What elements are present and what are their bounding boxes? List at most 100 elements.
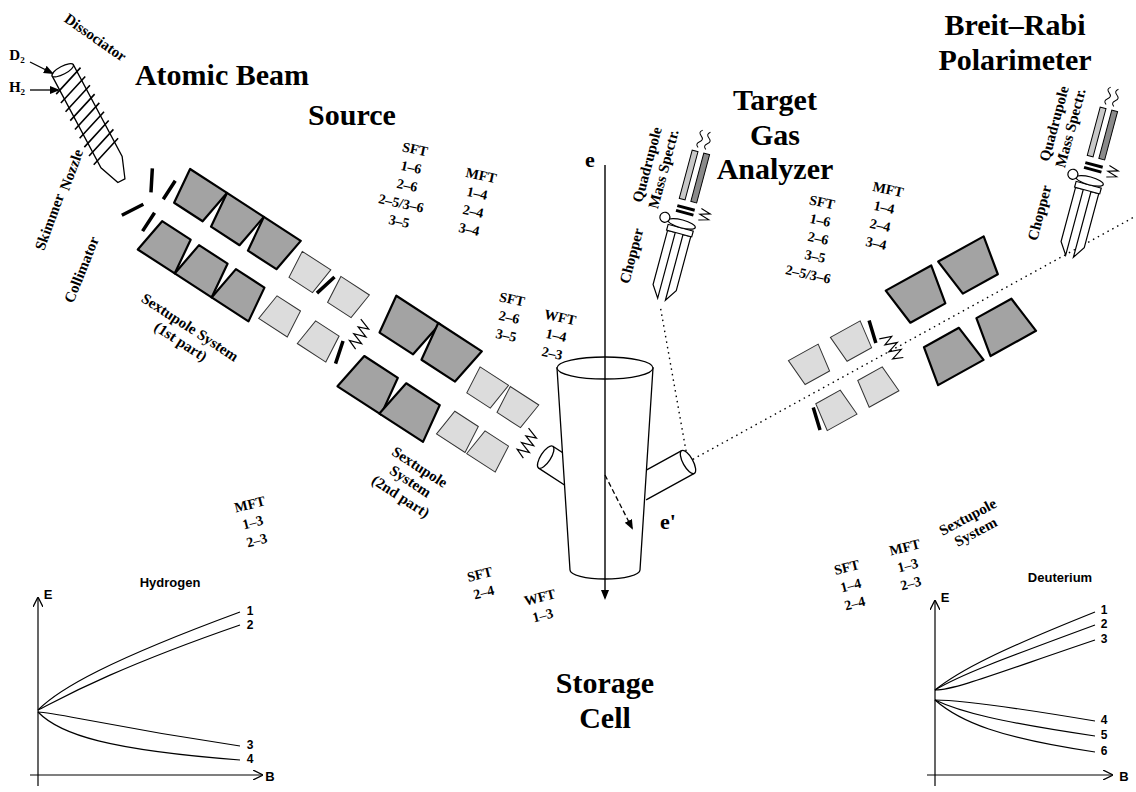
section-heading: Source bbox=[308, 98, 396, 133]
atomic-beam-source bbox=[108, 147, 562, 494]
state-number: 4 bbox=[247, 753, 254, 767]
electron-beam bbox=[604, 165, 605, 598]
state-number: 4 bbox=[1101, 714, 1108, 728]
beam-label: e bbox=[585, 147, 595, 172]
deuterium-level-plot bbox=[935, 625, 1095, 690]
transition-label: 1–6 bbox=[399, 158, 423, 178]
breit-rabi-polarimeter bbox=[776, 236, 1036, 445]
transition-label: 2–4 bbox=[461, 202, 485, 222]
transition-label: 1–3 bbox=[241, 513, 265, 534]
state-number: 2 bbox=[1101, 618, 1108, 632]
state-number: 3 bbox=[247, 739, 254, 753]
state-number: 6 bbox=[1101, 745, 1108, 759]
beam-label: e' bbox=[660, 509, 676, 534]
transition-label: 2–3 bbox=[899, 574, 923, 595]
deuterium-level-plot bbox=[935, 700, 1095, 752]
atomic-beam-source bbox=[259, 294, 303, 337]
section-heading: Storage Cell bbox=[540, 666, 670, 735]
state-number: 1 bbox=[247, 605, 254, 619]
atomic-beam-source bbox=[346, 319, 373, 350]
deuterium-level-plot bbox=[934, 601, 935, 786]
hydrogen-level-plot bbox=[38, 625, 240, 710]
atomic-beam-source bbox=[416, 323, 481, 385]
gas-label: D₂ bbox=[9, 47, 24, 64]
transition-label: 2–4 bbox=[843, 594, 867, 615]
transition-label: SFT bbox=[498, 289, 526, 310]
transition-label: 3–4 bbox=[864, 234, 888, 254]
plot-title: Hydrogen bbox=[140, 576, 201, 591]
state-number: 5 bbox=[1101, 729, 1108, 743]
component-label: Skimmer bbox=[32, 191, 68, 253]
breit-rabi-polarimeter bbox=[788, 344, 832, 386]
transition-label: SFT bbox=[466, 564, 495, 586]
state-number: 3 bbox=[1101, 633, 1108, 647]
component-label: Sextupole System (2nd part) bbox=[365, 440, 455, 524]
section-heading: Breit–Rabi Polarimeter bbox=[920, 8, 1110, 77]
breit-rabi-polarimeter bbox=[919, 325, 984, 385]
transition-label: 2–4 bbox=[472, 583, 496, 604]
section-heading: Atomic Beam bbox=[135, 58, 309, 93]
transition-label: 2–6 bbox=[497, 308, 521, 328]
transition-label: MFT bbox=[464, 165, 498, 187]
gas-inlet-arrows bbox=[30, 62, 58, 90]
storage-cell bbox=[534, 357, 698, 579]
transition-label: 1–4 bbox=[839, 576, 863, 597]
hydrogen-level-plot bbox=[37, 598, 38, 786]
electron-beam bbox=[605, 475, 632, 528]
hydrogen-level-plot bbox=[38, 612, 240, 710]
transition-label: WFT bbox=[543, 307, 578, 329]
component-label: Sextupole System (1st part) bbox=[123, 286, 247, 383]
component-label: Chopper bbox=[616, 226, 647, 285]
component-label: Sextupole System bbox=[929, 491, 1016, 559]
axis-label: E bbox=[941, 591, 950, 606]
hydrogen-level-plot bbox=[30, 598, 262, 786]
transition-label: 3–4 bbox=[457, 220, 481, 240]
dissociator bbox=[51, 68, 124, 165]
deuterium-level-plot bbox=[935, 640, 1095, 690]
deuterium-level-plot bbox=[935, 700, 1095, 736]
atomic-beam-source bbox=[467, 429, 511, 472]
hydrogen-level-plot bbox=[38, 712, 240, 760]
breit-rabi-polarimeter bbox=[830, 321, 874, 363]
transition-label: 2–6 bbox=[806, 229, 830, 249]
transition-label: 1–3 bbox=[531, 606, 555, 627]
transition-label: SFT bbox=[808, 192, 836, 213]
axis-label: E bbox=[44, 588, 53, 603]
dotted-beam-line bbox=[688, 216, 1136, 462]
transition-label: 1–3 bbox=[896, 556, 920, 577]
transition-label: WFT bbox=[523, 586, 558, 609]
hydrogen-level-plot bbox=[30, 774, 262, 775]
breit-rabi-polarimeter bbox=[879, 332, 905, 363]
breit-rabi-polarimeter bbox=[971, 296, 1036, 356]
breit-rabi-polarimeter bbox=[855, 365, 899, 407]
component-label: Dissociator bbox=[61, 10, 130, 65]
hydrogen-level-plot bbox=[38, 712, 240, 746]
atomic-beam-source bbox=[290, 274, 375, 364]
atomic-beam-source bbox=[212, 266, 269, 321]
atomic-beam-source bbox=[494, 386, 538, 429]
transition-label: 2–6 bbox=[395, 176, 419, 196]
deuterium-level-plot bbox=[935, 612, 1095, 690]
component-label: Collimator bbox=[61, 234, 103, 305]
transition-label: MFT bbox=[871, 179, 905, 201]
transition-label: 2–3 bbox=[245, 531, 269, 552]
transition-label: MFT bbox=[888, 536, 922, 559]
atomic-beam-source bbox=[297, 319, 341, 362]
transition-label: 2–3 bbox=[540, 344, 564, 364]
breit-rabi-polarimeter bbox=[785, 320, 904, 430]
deuterium-level-plot bbox=[927, 774, 1112, 775]
atomic-beam-source bbox=[325, 276, 369, 319]
gas-inlet-arrows bbox=[30, 62, 52, 73]
gas-inlet-arrows bbox=[30, 89, 58, 90]
transition-label: 1–4 bbox=[465, 184, 489, 204]
component-label: Quadrupole Mass Spectr. bbox=[627, 118, 684, 216]
deuterium-level-plot bbox=[927, 601, 1112, 786]
transition-label: 1–4 bbox=[872, 198, 896, 218]
component-label: Nozzle bbox=[57, 147, 88, 193]
transition-label: 3–5 bbox=[803, 247, 827, 267]
plot-title: Deuterium bbox=[1028, 571, 1092, 586]
storage-cell bbox=[677, 448, 698, 476]
atomic-beam-source bbox=[244, 217, 301, 272]
transition-label: 1–4 bbox=[544, 326, 568, 346]
